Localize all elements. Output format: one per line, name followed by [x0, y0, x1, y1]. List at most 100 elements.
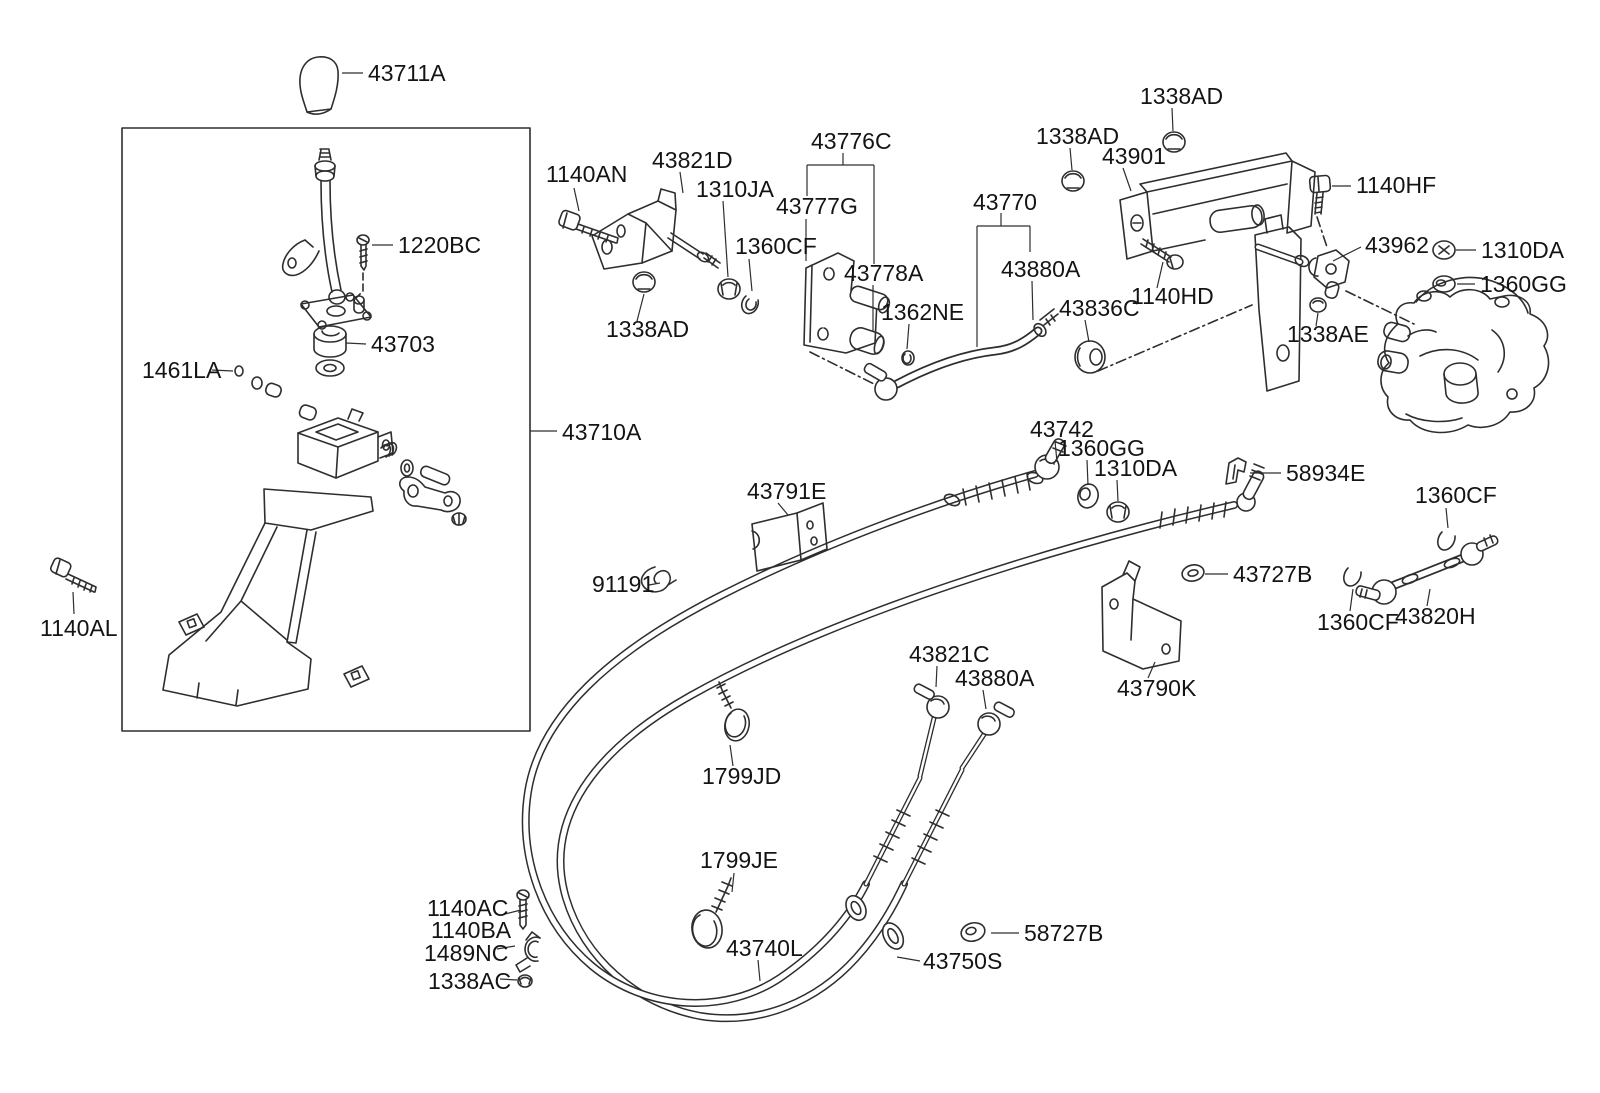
transmission-housing-drawing [1377, 276, 1550, 434]
part-label-43710a: 43710A [562, 419, 642, 445]
leader-43962 [1332, 246, 1362, 262]
part-label-1360gg-2: 1360GG [1058, 435, 1145, 461]
washer-set-drawing-1461la [234, 365, 317, 421]
leader-1360gg-2 [1086, 459, 1089, 486]
screw-drawing-1140ac [516, 889, 530, 930]
part-label-1140an: 1140AN [546, 161, 627, 187]
part-label-43711a: 43711A [368, 60, 446, 86]
leader-1140an [573, 187, 580, 212]
part-label-1140ac: 1140AC [427, 895, 508, 921]
lever-housing-drawing [297, 408, 414, 479]
part-label-1310ja: 1310JA [696, 176, 775, 202]
leader-1338ad-2 [1069, 147, 1073, 171]
alignment-line [809, 351, 879, 387]
part-label-1338ad-2: 1338AD [1036, 123, 1119, 149]
leader-43821d [679, 171, 684, 194]
leader-43740l [757, 959, 761, 982]
bushing-drawing-43703 [313, 325, 347, 377]
leader-43880a-upper [1031, 280, 1034, 321]
leader-1489nc [496, 945, 516, 950]
leader-43703 [345, 342, 367, 345]
cable-bellows [911, 501, 1227, 865]
plate-bracket-drawing [1254, 214, 1302, 392]
leader-1338ad-3 [1171, 107, 1174, 132]
leader-43770 [976, 213, 1031, 347]
leader-43776c [806, 153, 875, 264]
bracket-drawing-43777g [803, 252, 891, 354]
cap-nut-drawing-1338ad-2 [1061, 170, 1085, 192]
rod-drawing-43880a-upper [863, 308, 1059, 401]
part-label-43778a: 43778A [844, 260, 924, 286]
part-label-43821d: 43821D [652, 147, 733, 173]
nut-drawing-1338ac [517, 974, 533, 988]
bracket-drawing-43821d [591, 188, 721, 270]
part-label-43880a-1: 43880A [1001, 256, 1081, 282]
leader-43742 [1054, 440, 1058, 463]
leader-43790k [1147, 661, 1156, 679]
screw-drawing-1140hd [1140, 238, 1184, 270]
leader-1140hd [1156, 261, 1164, 289]
clip-drawing-91191 [640, 566, 677, 593]
part-label-1140ba: 1140BA [431, 917, 512, 943]
ring-drawing-1362ne [901, 350, 915, 366]
part-label-58934e: 58934E [1286, 460, 1365, 486]
bolt-drawing-1140hf [1308, 174, 1332, 215]
part-label-43901: 43901 [1102, 143, 1166, 169]
washer-drawing-58727b [960, 921, 986, 943]
nut-drawing-1310da-2 [1106, 501, 1130, 523]
snap-ring-drawing-1360cf-2 [1437, 531, 1456, 551]
cap-drawing-1338ae [1309, 297, 1327, 313]
part-label-43880a-2: 43880A [955, 665, 1035, 691]
leader-1338ac [499, 978, 518, 981]
leader-43836c [1084, 319, 1090, 343]
link-shaft-drawing [1254, 243, 1310, 268]
part-label-1360cf-2: 1360CF [1415, 482, 1497, 508]
part-label-1140al: 1140AL [40, 615, 118, 641]
leader-1338ad-1 [636, 293, 645, 322]
part-label-1799je: 1799JE [700, 847, 778, 873]
part-label-1362ne: 1362NE [881, 299, 964, 325]
floor-bracket-drawing [162, 488, 374, 707]
part-label-43742: 43742 [1030, 416, 1094, 442]
nut-drawing-1310da-1 [1432, 240, 1456, 260]
part-label-43962: 43962 [1365, 232, 1429, 258]
assembly-box-outline [121, 127, 531, 732]
part-label-43776c: 43776C [811, 128, 892, 154]
washer-drawing-43727b [1181, 564, 1205, 582]
cap-nut-drawing-1338ad-3 [1162, 131, 1186, 153]
lever-arm-drawing [399, 465, 467, 526]
part-label-1360gg-1: 1360GG [1480, 271, 1567, 297]
leader-43821c [935, 665, 938, 688]
shift-lever-assembly-drawing [281, 148, 372, 330]
cable-end-stud [1242, 470, 1265, 501]
part-label-1310da-1: 1310DA [1481, 237, 1565, 263]
part-label-1310da-2: 1310DA [1094, 455, 1178, 481]
part-label-1799jd: 1799JD [702, 763, 781, 789]
part-label-43770: 43770 [973, 189, 1037, 215]
cable-end-drawing-43821c [913, 683, 950, 719]
part-label-1461la: 1461LA [142, 357, 222, 383]
part-label-58727b: 58727B [1024, 920, 1103, 946]
cable-tie-drawing-1799je [691, 877, 733, 949]
leader-1362ne [906, 323, 910, 350]
cap-nut-drawing-1338ad-1 [632, 271, 656, 293]
snap-ring-drawing-1360cf-1 [740, 295, 760, 315]
screw-drawing-1220bc [354, 234, 370, 300]
bushing-drawing-43836c [1074, 340, 1106, 374]
cable-grommet [845, 894, 867, 922]
leader-43791e [777, 502, 789, 516]
cable-bellows [873, 473, 1031, 863]
bracket-drawing-43791e [751, 502, 828, 572]
cable-end-drawing-43880a [977, 701, 1015, 736]
bolt-drawing-1140an [558, 209, 619, 244]
part-label-43820h: 43820H [1395, 603, 1476, 629]
leader-1140ac-1140ba [504, 909, 522, 915]
leader-43901 [1122, 167, 1132, 192]
shift-knob-drawing [299, 56, 339, 115]
leader-91191 [648, 582, 661, 586]
clamp-drawing-1489nc [515, 931, 541, 973]
shift-cable-drawing [521, 470, 1044, 1007]
select-cable-drawing [556, 463, 1265, 1023]
leader-1799jd [729, 744, 734, 767]
